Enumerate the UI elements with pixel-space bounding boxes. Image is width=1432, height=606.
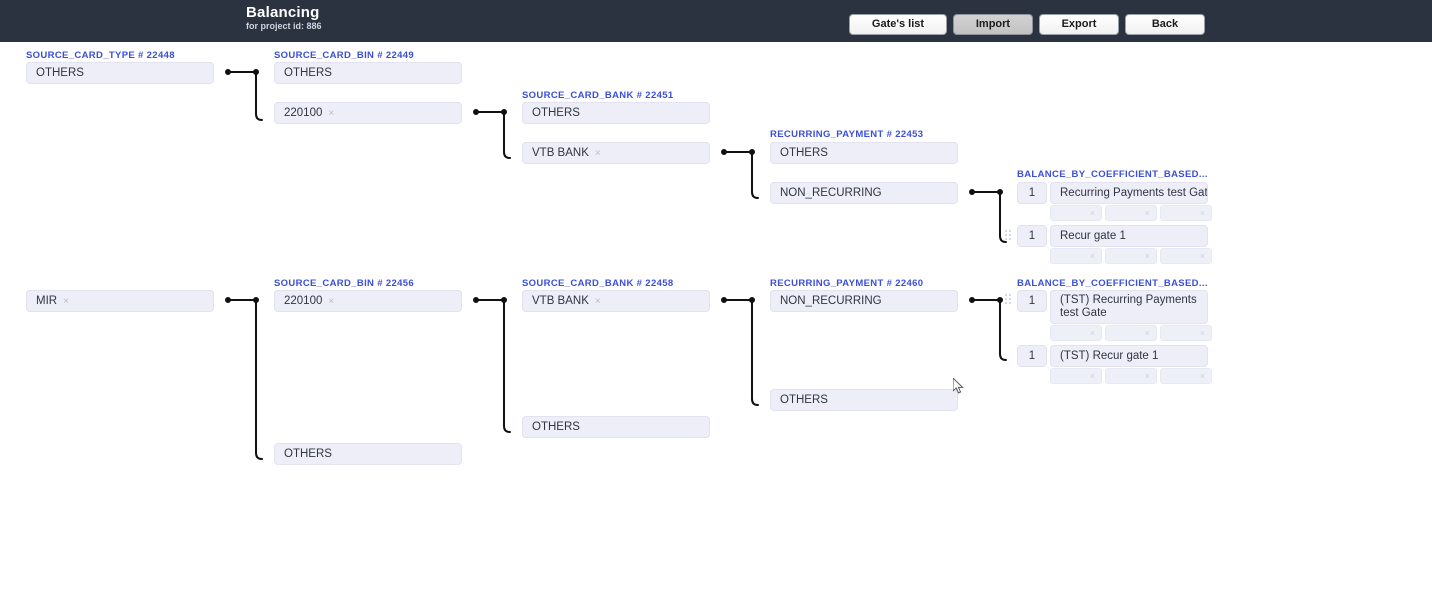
row1-gate-1-weight[interactable]: 1 (1017, 225, 1047, 247)
row2-card-bank-value-1[interactable]: OTHERS (522, 416, 710, 438)
weight-text: 1 (1028, 187, 1036, 199)
tree-connectors (225, 69, 1007, 460)
field-text: VTB BANK (532, 147, 589, 159)
app-title-block: Balancing for project id: 886 (246, 4, 322, 32)
remove-icon[interactable]: × (1144, 251, 1150, 261)
row1-gate-1-subfield-2[interactable]: × (1160, 248, 1212, 264)
row2-gate-0-subfield-0[interactable]: × (1050, 325, 1102, 341)
row1-card-bank-value-0[interactable]: OTHERS (522, 102, 710, 124)
row2-card-bin-value-0[interactable]: 220100 × (274, 290, 462, 312)
label-source-card-bin-22456: SOURCE_CARD_BIN # 22456 (274, 278, 415, 289)
row2-gate-0-subfield-2[interactable]: × (1160, 325, 1212, 341)
row2-gate-0-drag-handle-icon[interactable] (1005, 294, 1012, 306)
remove-icon[interactable]: × (1144, 328, 1150, 338)
row2-gate-0-subfields: × × × (1050, 325, 1212, 341)
remove-icon[interactable]: × (1144, 371, 1150, 381)
field-text: OTHERS (284, 67, 332, 79)
label-recurring-payment-22453: RECURRING_PAYMENT # 22453 (770, 129, 924, 140)
project-subtitle: for project id: 886 (246, 21, 322, 31)
row2-gate-1-subfield-0[interactable]: × (1050, 368, 1102, 384)
remove-icon[interactable]: × (328, 107, 335, 119)
row2-gate-1-weight[interactable]: 1 (1017, 345, 1047, 367)
row2-gate-0-name[interactable]: (TST) Recurring Payments test Gate (1050, 290, 1208, 324)
row2-gate-1-subfields: × × × (1050, 368, 1212, 384)
export-button[interactable]: Export (1039, 14, 1119, 35)
field-text: NON_RECURRING (780, 187, 882, 199)
field-text: NON_RECURRING (780, 295, 882, 307)
remove-icon[interactable]: × (1089, 251, 1095, 261)
weight-text: 1 (1028, 350, 1036, 362)
row2-card-type-value-0[interactable]: MIR × (26, 290, 214, 312)
row2-recurring-value-0[interactable]: NON_RECURRING (770, 290, 958, 312)
row1-gate-1-name[interactable]: Recur gate 1 (1050, 225, 1208, 247)
remove-icon[interactable]: × (63, 295, 69, 307)
remove-icon[interactable]: × (1199, 208, 1205, 218)
row1-gate-0-name[interactable]: Recurring Payments test Gate (1050, 182, 1208, 204)
row1-gate-1-drag-handle-icon[interactable] (1005, 230, 1012, 242)
remove-icon[interactable]: × (1144, 208, 1150, 218)
field-text: (TST) Recur gate 1 (1060, 350, 1159, 362)
row1-gate-0-subfield-2[interactable]: × (1160, 205, 1212, 221)
remove-icon[interactable]: × (1199, 328, 1205, 338)
back-button[interactable]: Back (1125, 14, 1205, 35)
field-text: OTHERS (780, 394, 828, 406)
row1-recurring-value-1[interactable]: NON_RECURRING (770, 182, 958, 204)
row1-card-bin-value-0[interactable]: OTHERS (274, 62, 462, 84)
label-balance-by-coefficient-1: BALANCE_BY_COEFFICIENT_BASED... (1017, 169, 1208, 180)
row1-gate-0-subfield-1[interactable]: × (1105, 205, 1157, 221)
row2-gate-0-weight[interactable]: 1 (1017, 290, 1047, 312)
field-text: Recurring Payments test Gate (1060, 187, 1208, 199)
remove-icon[interactable]: × (1199, 251, 1205, 261)
remove-icon[interactable]: × (1199, 371, 1205, 381)
import-button[interactable]: Import (953, 14, 1033, 35)
remove-icon[interactable]: × (594, 147, 601, 159)
row2-gate-0-subfield-1[interactable]: × (1105, 325, 1157, 341)
row1-gate-0-subfield-0[interactable]: × (1050, 205, 1102, 221)
remove-icon[interactable]: × (1089, 208, 1095, 218)
row1-recurring-value-0[interactable]: OTHERS (770, 142, 958, 164)
field-text: OTHERS (780, 147, 828, 159)
field-text: OTHERS (532, 107, 580, 119)
label-balance-by-coefficient-2: BALANCE_BY_COEFFICIENT_BASED... (1017, 278, 1208, 289)
remove-icon[interactable]: × (1089, 371, 1095, 381)
weight-text: 1 (1028, 230, 1036, 242)
label-source-card-bank-22458: SOURCE_CARD_BANK # 22458 (522, 278, 674, 289)
field-text: MIR (36, 295, 58, 307)
field-text: 220100 (284, 107, 323, 119)
label-recurring-payment-22460: RECURRING_PAYMENT # 22460 (770, 278, 924, 289)
gates-list-button[interactable]: Gate's list (849, 14, 947, 35)
balancing-tree-canvas: SOURCE_CARD_TYPE # 22448 OTHERS SOURCE_C… (0, 42, 1432, 606)
field-text: 220100 (284, 295, 323, 307)
field-text: OTHERS (284, 448, 332, 460)
row1-gate-1-subfield-0[interactable]: × (1050, 248, 1102, 264)
header-actions: Gate's list Import Export Back (849, 14, 1205, 35)
label-source-card-bin-22449: SOURCE_CARD_BIN # 22449 (274, 50, 415, 61)
row2-card-bin-value-1[interactable]: OTHERS (274, 443, 462, 465)
page-title: Balancing (246, 4, 320, 21)
field-text: VTB BANK (532, 295, 589, 307)
row1-gate-0-weight[interactable]: 1 (1017, 182, 1047, 204)
remove-icon[interactable]: × (1089, 328, 1095, 338)
label-source-card-bank-22451: SOURCE_CARD_BANK # 22451 (522, 90, 674, 101)
row1-gate-1-subfields: × × × (1050, 248, 1212, 264)
field-text: OTHERS (36, 67, 84, 79)
remove-icon[interactable]: × (328, 295, 335, 307)
row2-gate-1-subfield-1[interactable]: × (1105, 368, 1157, 384)
row1-card-bin-value-1[interactable]: 220100 × (274, 102, 462, 124)
row2-gate-1-name[interactable]: (TST) Recur gate 1 (1050, 345, 1208, 367)
row2-gate-1-subfield-2[interactable]: × (1160, 368, 1212, 384)
remove-icon[interactable]: × (594, 295, 601, 307)
field-text: (TST) Recurring Payments test Gate (1060, 294, 1197, 319)
row2-card-bank-value-0[interactable]: VTB BANK × (522, 290, 710, 312)
row1-gate-1-subfield-1[interactable]: × (1105, 248, 1157, 264)
row1-gate-0-subfields: × × × (1050, 205, 1212, 221)
row1-card-bank-value-1[interactable]: VTB BANK × (522, 142, 710, 164)
label-source-card-type-22448: SOURCE_CARD_TYPE # 22448 (26, 50, 175, 61)
app-header: Balancing for project id: 886 Gate's lis… (0, 0, 1432, 42)
field-text: Recur gate 1 (1060, 230, 1126, 242)
row2-recurring-value-1[interactable]: OTHERS (770, 389, 958, 411)
weight-text: 1 (1028, 295, 1036, 307)
field-text: OTHERS (532, 421, 580, 433)
row1-card-type-value-0[interactable]: OTHERS (26, 62, 214, 84)
